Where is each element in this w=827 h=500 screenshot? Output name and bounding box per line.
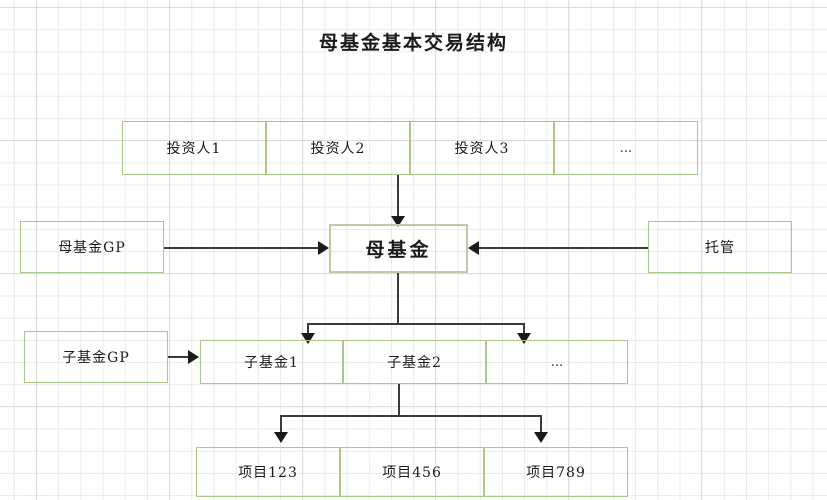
- subfund-gp-label: 子基金GP: [62, 350, 130, 366]
- connector-investors-to-fund: [397, 175, 399, 223]
- connector-custodian-to-fund: [479, 247, 648, 249]
- arrow-custodian-to-fund: [468, 241, 479, 255]
- subfund-label-more: ...: [550, 354, 564, 370]
- arrow-subfund-to-project-3: [534, 432, 548, 443]
- project-label-2: 项目456: [382, 465, 442, 481]
- fund-gp-label: 母基金GP: [58, 240, 126, 256]
- investor-box-2[interactable]: 投资人2: [266, 121, 410, 175]
- arrow-subfund-gp-to-subfund: [188, 350, 199, 364]
- arrow-subfund-to-project-1: [274, 432, 288, 443]
- project-label-3: 项目789: [526, 465, 586, 481]
- mother-fund-label: 母基金: [365, 239, 432, 261]
- connector-fund-stem: [397, 273, 399, 324]
- project-label-1: 项目123: [238, 465, 298, 481]
- investor-box-1[interactable]: 投资人1: [122, 121, 266, 175]
- custodian-box[interactable]: 托管: [648, 221, 792, 273]
- arrow-investors-to-fund: [391, 216, 405, 227]
- investor-label-1: 投资人1: [166, 141, 222, 157]
- connector-fund-right-drop: [523, 323, 525, 340]
- page-title: 母基金基本交易结构: [318, 32, 508, 54]
- arrow-fund-to-subfund-1: [301, 333, 315, 344]
- investor-box-3[interactable]: 投资人3: [410, 121, 554, 175]
- investor-label-2: 投资人2: [310, 141, 366, 157]
- fund-gp-box[interactable]: 母基金GP: [20, 221, 164, 273]
- investor-label-3: 投资人3: [454, 141, 510, 157]
- connector-fund-crossbar: [307, 323, 524, 325]
- subfund-label-1: 子基金1: [244, 355, 299, 371]
- subfund-box-2[interactable]: 子基金2: [343, 340, 486, 384]
- subfund-box-more[interactable]: ...: [486, 340, 628, 384]
- arrow-gp-to-fund: [318, 241, 329, 255]
- connector-subfund-crossbar: [280, 415, 541, 417]
- investor-box-more[interactable]: ...: [554, 121, 698, 175]
- connector-subfund-left-drop: [280, 415, 282, 437]
- connector-subfund-gp-to-subfund: [168, 356, 190, 358]
- project-box-1[interactable]: 项目123: [196, 447, 340, 497]
- subfund-box-1[interactable]: 子基金1: [200, 340, 343, 384]
- project-box-3[interactable]: 项目789: [484, 447, 628, 497]
- custodian-label: 托管: [705, 240, 735, 256]
- investor-label-more: ...: [619, 140, 633, 156]
- connector-gp-to-fund: [164, 247, 319, 249]
- subfund-gp-box[interactable]: 子基金GP: [24, 331, 168, 383]
- connector-subfund-right-drop: [540, 415, 542, 437]
- subfund-label-2: 子基金2: [387, 355, 442, 371]
- mother-fund-box[interactable]: 母基金: [329, 224, 468, 273]
- connector-subfund-stem: [398, 384, 400, 416]
- connector-fund-left-drop: [307, 323, 309, 340]
- project-box-2[interactable]: 项目456: [340, 447, 484, 497]
- arrow-fund-to-subfund-2: [517, 333, 531, 344]
